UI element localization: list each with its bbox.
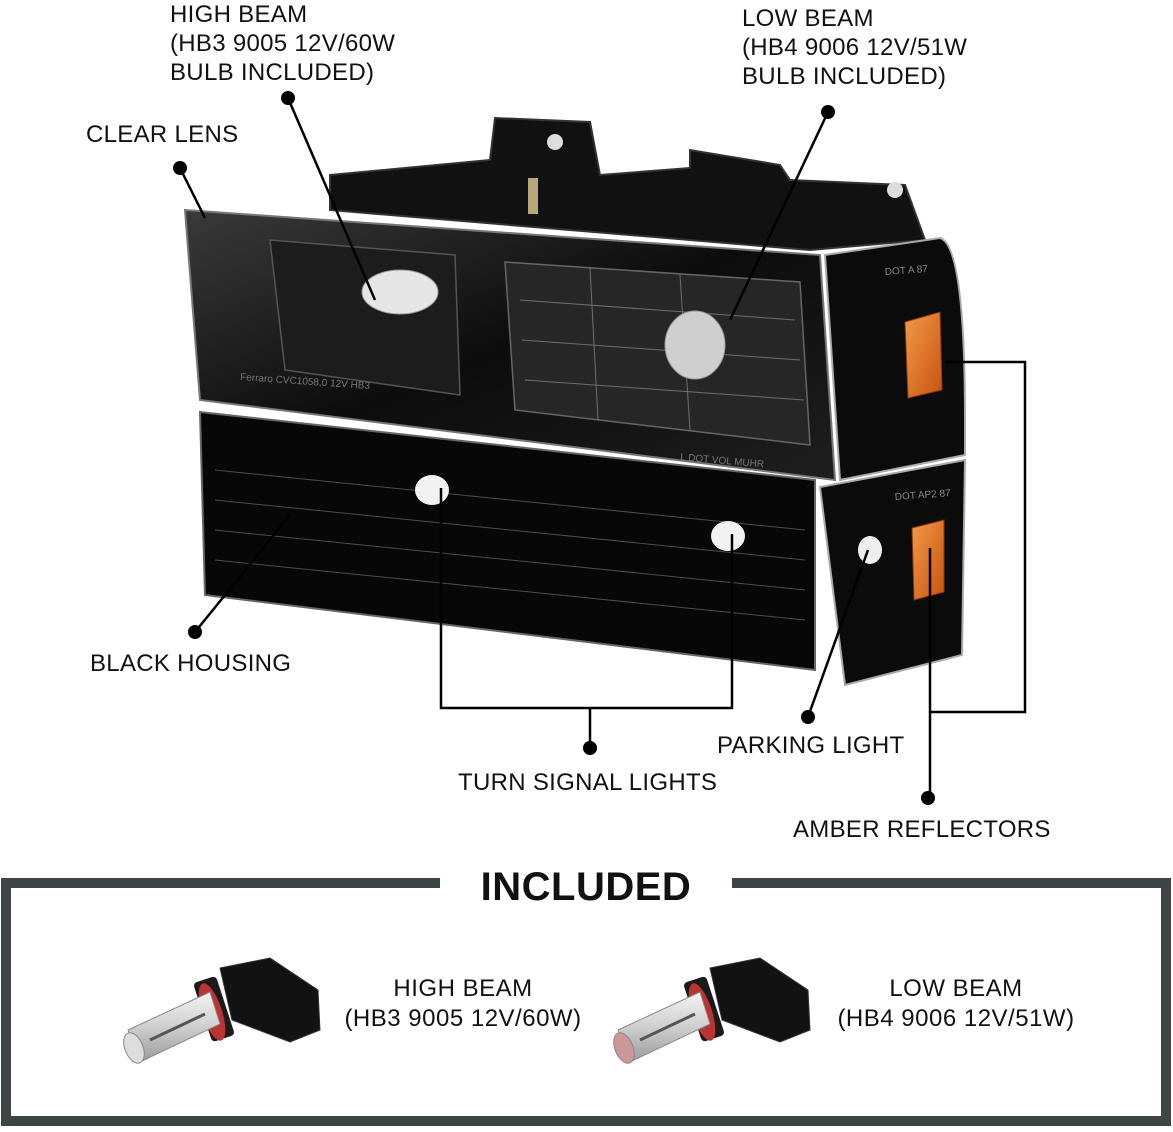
included-high-beam-name: HIGH BEAM bbox=[393, 975, 533, 1002]
corner-dot-marking: DOT A 87 bbox=[884, 264, 928, 278]
turn-signal-socket bbox=[415, 475, 449, 505]
low-beam-reflector bbox=[504, 261, 811, 446]
amber-reflectors-callout: AMBER REFLECTORS bbox=[793, 816, 1051, 843]
low-beam-bulb bbox=[664, 310, 726, 380]
turn-signal-socket bbox=[711, 521, 745, 551]
parking-light-callout: PARKING LIGHT bbox=[717, 732, 905, 759]
high-beam-callout: HIGH BEAM (HB3 9005 12V/60W BULB INCLUDE… bbox=[170, 1, 396, 86]
low-beam-callout: LOW BEAM (HB4 9006 12V/51W BULB INCLUDED… bbox=[742, 5, 968, 90]
turn-signal-callout: TURN SIGNAL LIGHTS bbox=[458, 769, 718, 796]
included-title: INCLUDED bbox=[440, 858, 732, 916]
high-beam-bulb bbox=[361, 269, 439, 315]
amber-reflector-upper bbox=[904, 311, 943, 399]
bracket-hole bbox=[547, 134, 563, 150]
high-beam-reflector bbox=[269, 239, 461, 396]
adjuster-screw bbox=[528, 178, 538, 214]
parking-light-socket bbox=[858, 536, 882, 564]
bracket-hole bbox=[887, 182, 903, 198]
clear-lens-callout: CLEAR LENS bbox=[86, 121, 239, 148]
headlight-assembly-illustration: Ferraro CVC1058.0 12V HB3 L DOT VOL MUHR… bbox=[183, 116, 967, 687]
leader-dots bbox=[173, 91, 935, 805]
bulb-9005-icon bbox=[123, 957, 321, 1064]
bulb-9006-icon bbox=[613, 957, 811, 1064]
included-low-beam-name: LOW BEAM bbox=[889, 975, 1023, 1002]
included-high-beam-spec: (HB3 9005 12V/60W) bbox=[344, 1005, 582, 1032]
leader-lines bbox=[178, 97, 1027, 798]
included-low-beam-spec: (HB4 9006 12V/51W) bbox=[837, 1005, 1075, 1032]
amber-reflector-lower bbox=[911, 519, 945, 601]
corner-light-upper bbox=[823, 236, 966, 482]
corner-dot-marking-lower: DOT AP2 87 bbox=[894, 488, 951, 503]
black-housing-callout: BLACK HOUSING bbox=[90, 650, 292, 677]
mounting-bracket bbox=[329, 116, 927, 252]
